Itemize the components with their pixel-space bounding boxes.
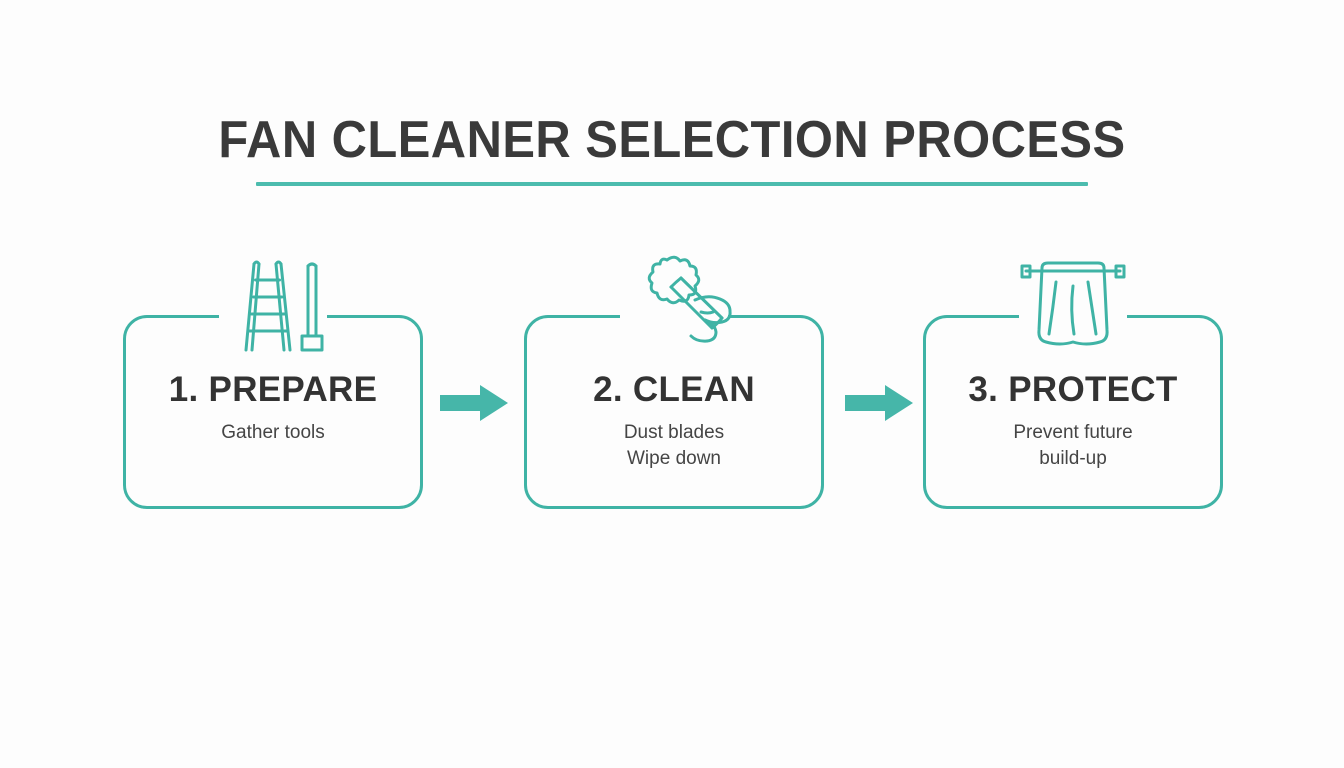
step-subtitle: Dust blades Wipe down — [527, 420, 821, 472]
step-card-protect[interactable]: 3. PROTECT Prevent future build-up — [923, 261, 1223, 509]
title-underline — [256, 182, 1088, 186]
title-block: FAN CLEANER SELECTION PROCESS — [0, 112, 1344, 186]
step-title: 1. PREPARE — [168, 370, 378, 409]
step-card-body: 1. PREPARE Gather tools — [126, 370, 420, 446]
step-subtitle: Prevent future build-up — [926, 420, 1220, 472]
step-subtitle-line: Dust blades — [623, 422, 725, 443]
step-title: 3. PROTECT — [968, 370, 1178, 409]
cloth-on-rod-icon — [1008, 254, 1138, 354]
ladder-and-broom-icon — [208, 254, 338, 354]
arrow-right-2 — [845, 385, 913, 421]
page-title: FAN CLEANER SELECTION PROCESS — [218, 111, 1126, 169]
step-card-prepare[interactable]: 1. PREPARE Gather tools — [123, 260, 423, 509]
step-subtitle-line: Prevent future — [1013, 422, 1133, 443]
arrow-right-1 — [440, 385, 508, 421]
card-border-gap — [620, 312, 728, 324]
step-subtitle-line: Gather tools — [221, 422, 325, 443]
step-card-body: 2. CLEAN Dust blades Wipe down — [527, 370, 821, 472]
step-card-clean[interactable]: 2. CLEAN Dust blades Wipe down — [524, 255, 824, 509]
step-subtitle-line: Wipe down — [627, 448, 721, 469]
card-border-gap — [1019, 312, 1127, 324]
step-subtitle: Gather tools — [126, 420, 420, 446]
card-border-gap — [219, 312, 327, 324]
hand-with-duster-icon — [609, 254, 739, 354]
step-title: 2. CLEAN — [593, 370, 755, 409]
step-subtitle-line: build-up — [1039, 448, 1107, 469]
process-flow: 1. PREPARE Gather tools — [0, 255, 1344, 510]
step-card-body: 3. PROTECT Prevent future build-up — [926, 370, 1220, 472]
